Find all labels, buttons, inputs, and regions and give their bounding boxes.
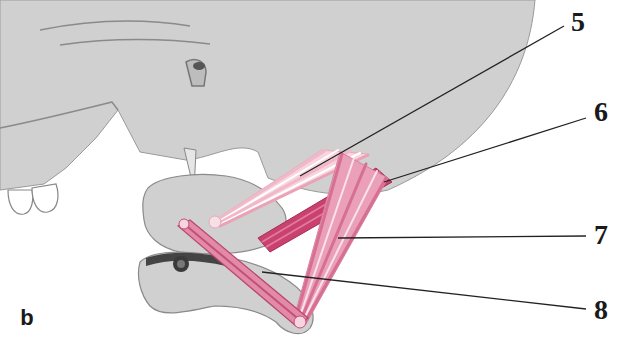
muscle-8 (178, 219, 308, 328)
leader-line (262, 272, 586, 309)
tooth (32, 184, 58, 212)
jaw-outline (0, 102, 118, 128)
callout-number: 5 (571, 8, 585, 36)
callout-number: 8 (594, 296, 608, 324)
callout-number: 6 (594, 98, 608, 126)
panel-letter: b (20, 307, 33, 329)
foramen (193, 62, 205, 70)
vertebral-artery (173, 256, 189, 272)
leader-line (300, 26, 564, 176)
callout-number: 7 (594, 221, 608, 249)
leader-lines (262, 26, 586, 309)
tooth (8, 190, 33, 214)
skull-contour (40, 21, 210, 45)
leader-line (338, 236, 586, 238)
leader-line (384, 118, 586, 182)
skull-base (0, 0, 535, 194)
vertebral-artery (177, 260, 185, 268)
mastoid-process (186, 60, 206, 86)
